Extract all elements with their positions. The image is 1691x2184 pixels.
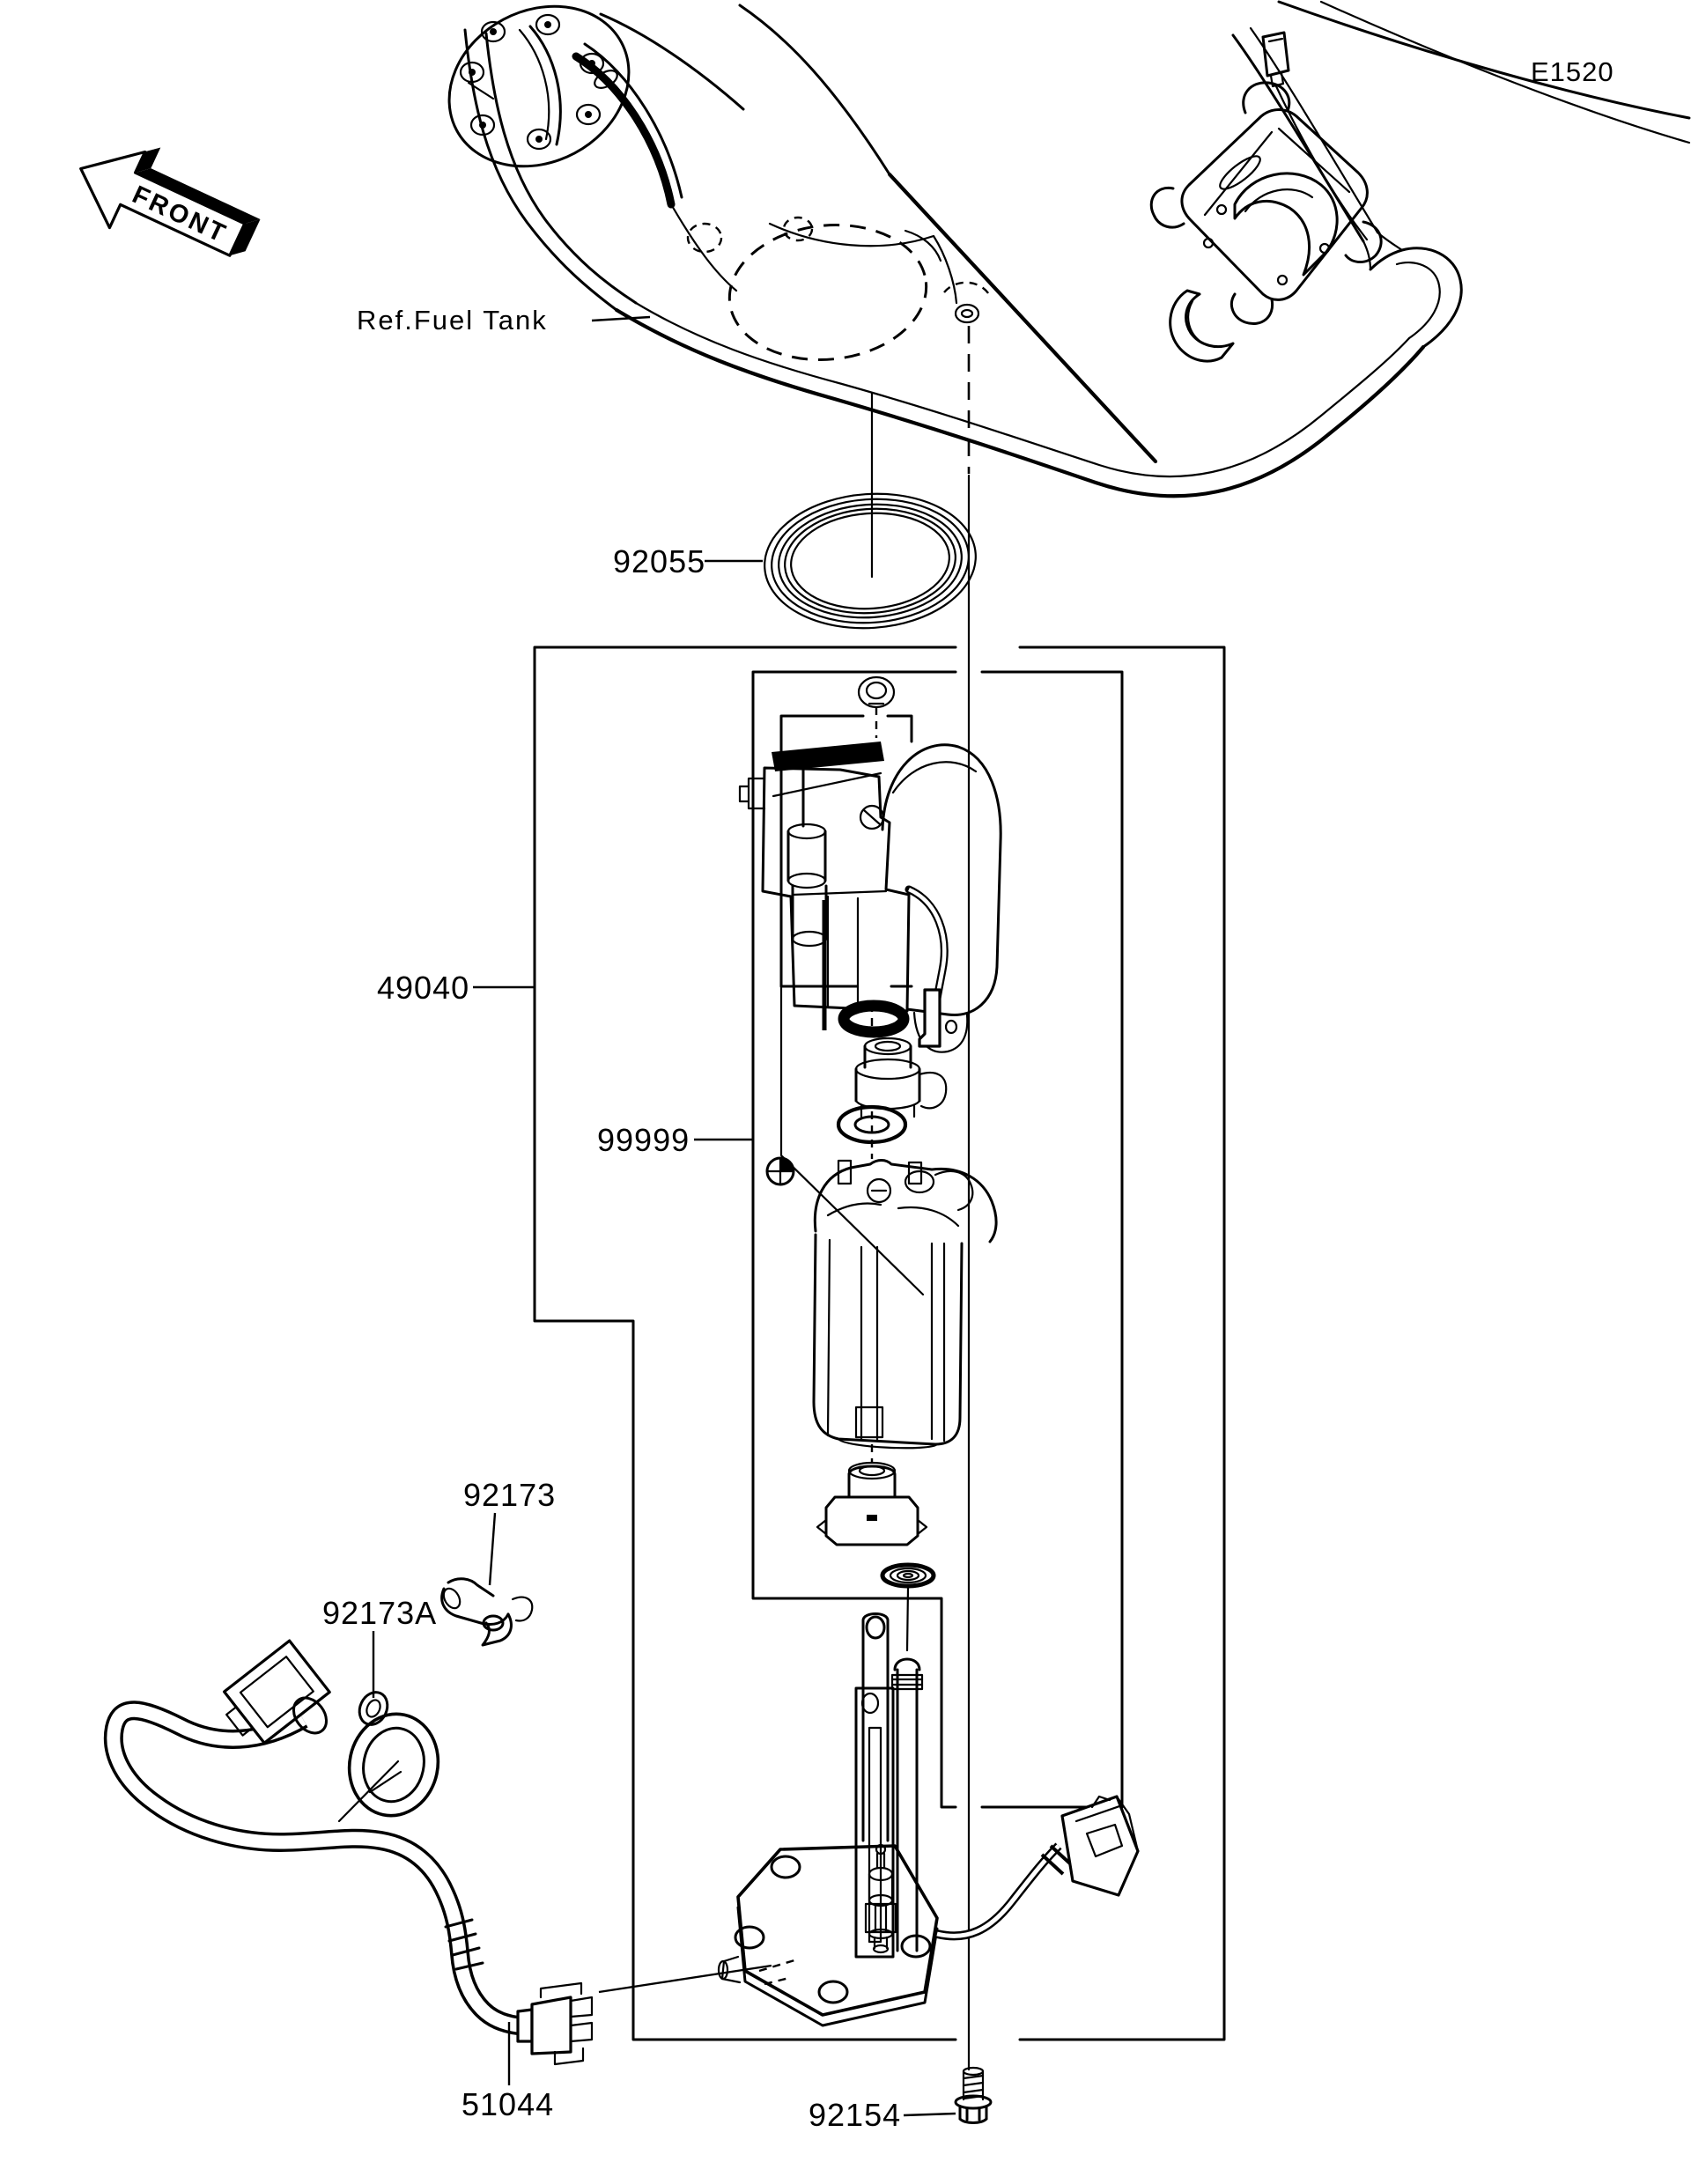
grommet-art [337,1691,440,1823]
part-number-49040: 49040 [377,970,469,1006]
centerlines [870,326,971,2071]
level-sensor-rails [854,1612,924,1959]
subassembly-box-99999 [751,670,1124,1809]
assembly-box-49040 [533,646,1226,2041]
tank-opening-dashed-circle [686,216,992,361]
leader-lines [372,315,956,2117]
part-number-99999: 99999 [597,1122,690,1158]
clamp-art [440,1577,534,1647]
tank-oring-art [764,492,977,630]
pump-stack-art [765,985,948,1296]
part-number-51044: 51044 [462,2086,554,2122]
mounting-plate-art [717,1795,1140,2027]
part-number-92055: 92055 [613,543,705,579]
part-number-92173A: 92173A [322,1595,437,1631]
part-number-92154: 92154 [809,2097,901,2133]
hose-harness-art [103,1639,772,2066]
flange-bolt-art [954,2066,993,2124]
part-number-92173: 92173 [463,1477,556,1513]
diagram-code-label: E1520 [1531,56,1614,87]
ref-fuel-tank-label: Ref.Fuel Tank [357,305,548,336]
pump-upper-art [738,675,1002,1053]
fuel-tank-art [447,0,1691,498]
front-arrow: FRONT [79,147,261,257]
tank-rivet-pad [447,4,631,168]
lower-pump-unit-art [812,1159,998,1589]
tank-bracket-art [1149,81,1383,363]
